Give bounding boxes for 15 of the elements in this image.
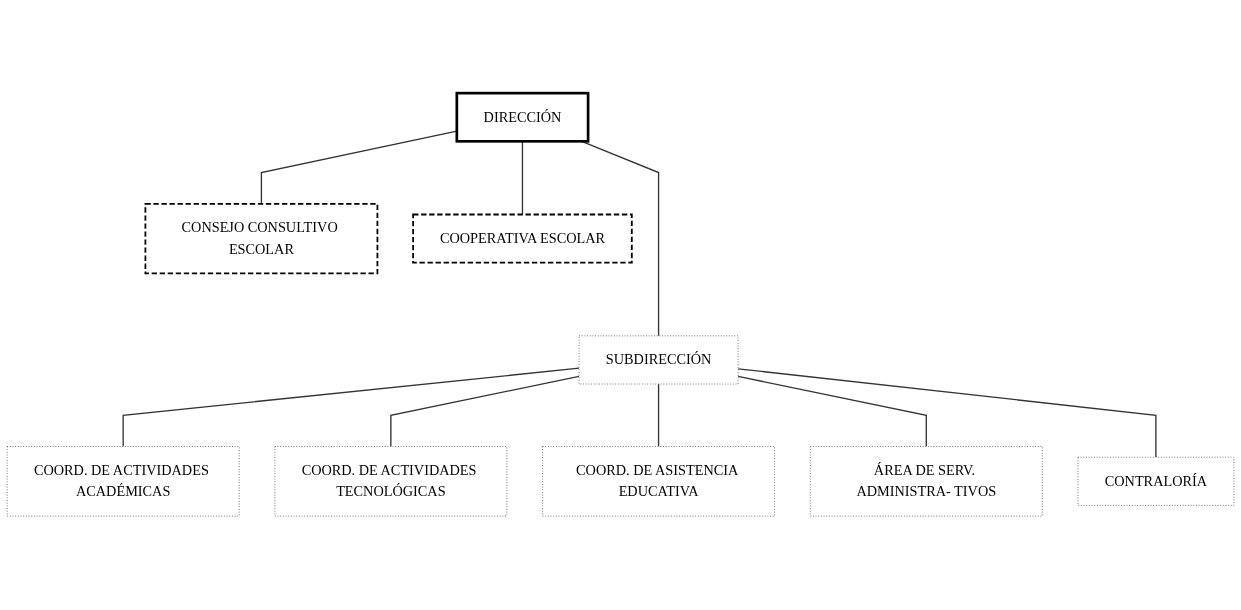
connector [122, 367, 580, 448]
node-box: COORD. DE ACTIVIDADES ACADÉMICAS [6, 446, 240, 517]
connector [737, 368, 1157, 459]
node-box: ÁREA DE SERV. ADMINISTRA- TIVOS [809, 446, 1043, 517]
node-box: COORD. DE ASISTENCIA EDUCATIVA [542, 446, 776, 517]
connector [521, 141, 524, 216]
node-box: COORD. DE ACTIVIDADES TECNOLÓGICAS [274, 446, 508, 517]
node-box: CONSEJO CONSULTIVO ESCOLAR [144, 203, 379, 275]
connector [390, 376, 580, 448]
node-box: SUBDIRECCIÓN [578, 335, 739, 385]
node-box: COOPERATIVA ESCOLAR [412, 214, 633, 264]
node-box: CONTRALORÍA [1077, 457, 1235, 507]
node-box: DIRECCIÓN [455, 92, 590, 144]
connector [657, 383, 660, 448]
connector [737, 376, 927, 448]
